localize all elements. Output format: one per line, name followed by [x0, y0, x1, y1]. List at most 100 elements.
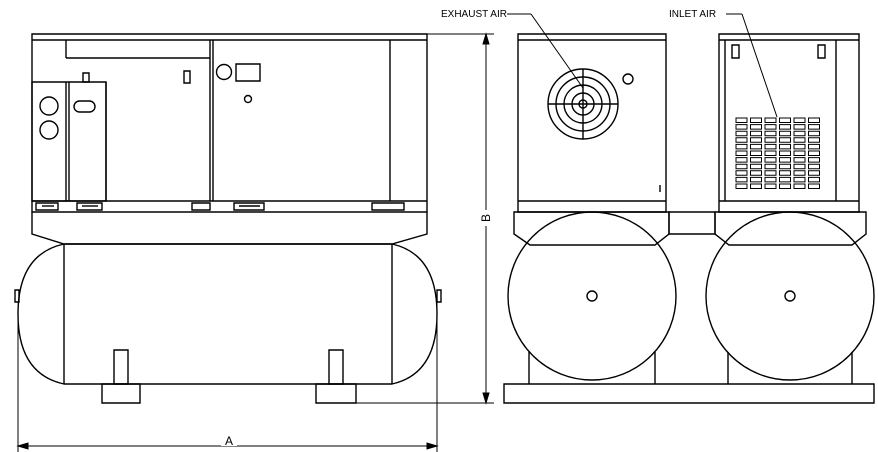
louver-slot — [794, 125, 805, 130]
louver-slot — [736, 138, 747, 143]
louver-slot — [751, 144, 762, 149]
louver-slot — [736, 158, 747, 163]
handle-icon — [184, 71, 190, 83]
exhaust-air-callout: EXHAUST AIR — [441, 9, 583, 88]
dimension-a — [18, 300, 437, 452]
switch-icon — [74, 101, 95, 112]
louver-slot — [780, 171, 791, 176]
louver-slot — [809, 144, 820, 149]
louver-slot — [780, 177, 791, 182]
drain-port-icon — [785, 291, 795, 301]
louver-slot — [794, 144, 805, 149]
louver-slot — [751, 171, 762, 176]
louver-slot — [780, 184, 791, 189]
louver-slot — [751, 177, 762, 182]
louver-slot — [751, 138, 762, 143]
louver-slot — [794, 118, 805, 123]
tank-saddle — [715, 212, 866, 245]
louver-slot — [780, 138, 791, 143]
louver-slot — [765, 151, 776, 156]
louver-slot — [751, 131, 762, 136]
louver-slot — [765, 125, 776, 130]
louver-slot — [809, 184, 820, 189]
louver-slot — [751, 125, 762, 130]
louver-slot — [794, 164, 805, 169]
louver-slot — [765, 138, 776, 143]
louver-slot — [765, 177, 776, 182]
base-plate — [504, 384, 874, 403]
louver-slot — [794, 158, 805, 163]
exhaust-cabinet — [518, 34, 666, 212]
louver-slot — [765, 144, 776, 149]
louver-slot — [780, 144, 791, 149]
louver-slot — [780, 164, 791, 169]
louver-slot — [809, 118, 820, 123]
louver-slot — [765, 158, 776, 163]
louver-slot — [780, 131, 791, 136]
louver-slot — [736, 177, 747, 182]
louver-slot — [751, 158, 762, 163]
louver-slot — [736, 171, 747, 176]
louver-slot — [736, 131, 747, 136]
inlet-air-callout: INLET AIR — [669, 9, 777, 117]
end-tank-right — [706, 212, 874, 384]
gauge-icon — [217, 65, 232, 80]
louver-slot — [809, 125, 820, 130]
louver-slot — [780, 118, 791, 123]
louver-slot — [765, 131, 776, 136]
louver-slot — [809, 151, 820, 156]
louver-slot — [809, 138, 820, 143]
louver-slot — [751, 164, 762, 169]
side-cabinet — [32, 34, 427, 212]
louver-slot — [736, 118, 747, 123]
louver-slot — [751, 151, 762, 156]
indicator-icon — [623, 74, 633, 84]
louver-slot — [780, 151, 791, 156]
louver-slot — [794, 151, 805, 156]
inlet-louver-grille — [736, 118, 820, 189]
louver-slot — [765, 118, 776, 123]
drain-port-icon — [587, 291, 597, 301]
handle-icon — [818, 45, 825, 58]
louver-slot — [809, 164, 820, 169]
side-view: A — [15, 34, 441, 452]
dimension-a-label: A — [225, 434, 233, 448]
louver-slot — [736, 125, 747, 130]
louver-slot — [794, 184, 805, 189]
louver-slot — [780, 158, 791, 163]
handle-icon — [732, 45, 739, 58]
louver-slot — [751, 118, 762, 123]
end-tank-left — [508, 212, 676, 384]
louver-slot — [809, 158, 820, 163]
inlet-cabinet — [719, 34, 859, 212]
side-tank — [15, 244, 441, 403]
louver-slot — [809, 177, 820, 182]
louver-slot — [736, 184, 747, 189]
dimension-b — [356, 34, 494, 403]
indicator-icon — [245, 96, 252, 103]
exhaust-fan-icon — [548, 69, 618, 139]
exhaust-air-label: EXHAUST AIR — [441, 9, 507, 20]
tank-saddle — [514, 212, 669, 245]
inlet-air-label: INLET AIR — [669, 9, 716, 20]
louver-slot — [736, 144, 747, 149]
louver-slot — [794, 131, 805, 136]
louver-slot — [780, 125, 791, 130]
end-view — [504, 34, 874, 403]
louver-slot — [794, 171, 805, 176]
louver-slot — [809, 131, 820, 136]
handle-icon — [83, 73, 89, 82]
louver-slot — [794, 138, 805, 143]
dimension-b-label: B — [479, 214, 493, 222]
gauge-icon — [40, 97, 58, 115]
louver-slot — [751, 184, 762, 189]
louver-slot — [794, 177, 805, 182]
tank-saddle — [32, 212, 427, 244]
louver-slot — [765, 171, 776, 176]
louver-slot — [765, 184, 776, 189]
gauge-icon — [40, 121, 58, 139]
display-icon — [236, 64, 260, 81]
louver-slot — [736, 164, 747, 169]
louver-slot — [765, 164, 776, 169]
